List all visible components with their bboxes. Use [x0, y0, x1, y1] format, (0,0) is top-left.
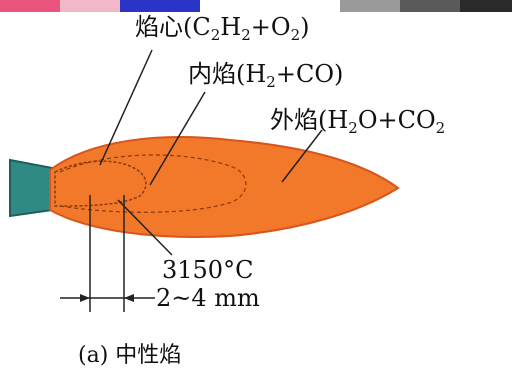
top-color-bar — [0, 0, 512, 12]
leader-line-outer — [281, 129, 323, 183]
bar-segment — [340, 0, 400, 12]
distance-label: 2~4 mm — [156, 284, 260, 312]
bar-segment — [400, 0, 460, 12]
outer-flame-label: 外焰(H2O+CO2 — [270, 106, 446, 137]
bar-segment — [120, 0, 200, 12]
inner-flame-label: 内焰(H2+CO) — [188, 60, 344, 91]
bar-segment — [460, 0, 512, 12]
leader-line-temperature — [117, 199, 173, 256]
temperature-label: 3150°C — [162, 256, 254, 284]
bar-segment — [0, 0, 60, 12]
arrow-head-right — [80, 294, 90, 302]
bar-segment — [60, 0, 120, 12]
inner-flame-boundary — [59, 154, 247, 213]
figure-caption: (a) 中性焰 — [78, 343, 182, 368]
arrow-head-left — [124, 294, 134, 302]
flame-body — [49, 136, 400, 238]
bar-segment — [200, 0, 340, 12]
leader-line-core — [99, 49, 153, 166]
leader-line-inner — [149, 91, 206, 186]
torch-nozzle — [9, 158, 53, 218]
inner-cone — [54, 160, 147, 207]
flame-core-label: 焰心(C2H2+O2) — [135, 13, 310, 44]
